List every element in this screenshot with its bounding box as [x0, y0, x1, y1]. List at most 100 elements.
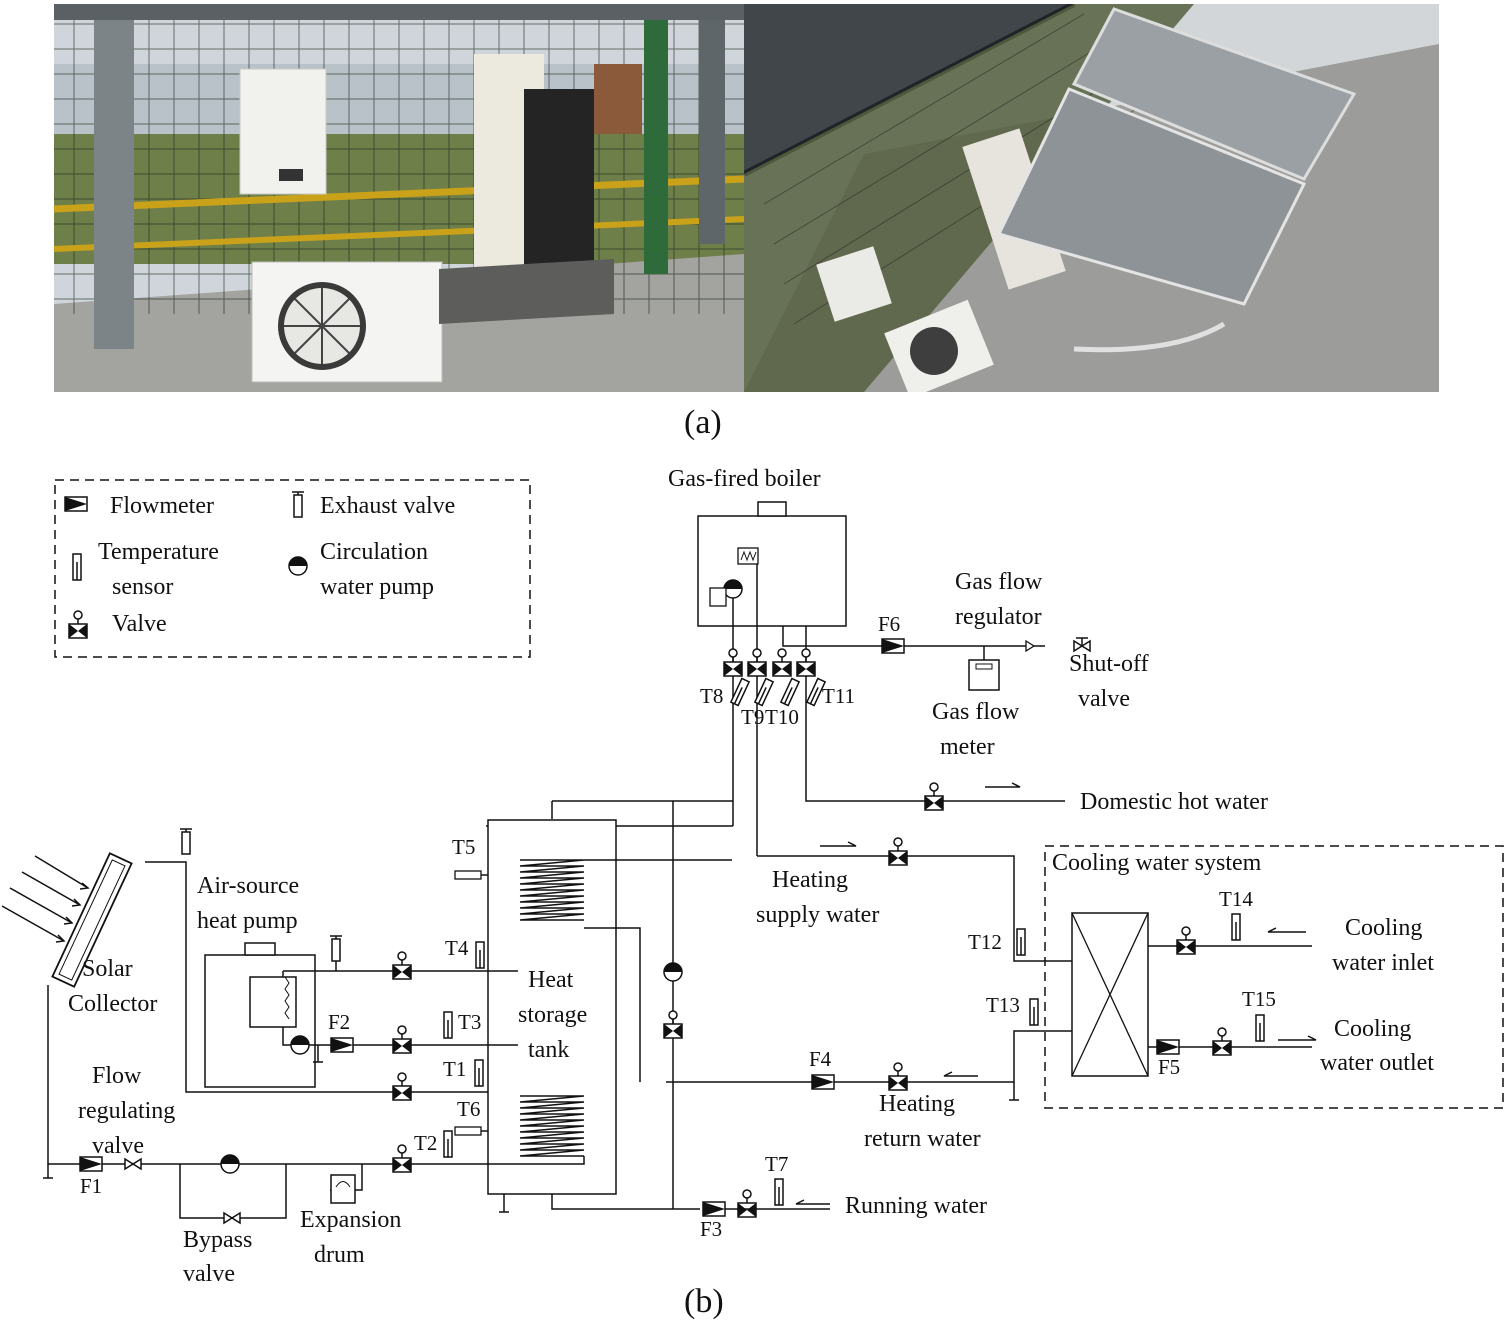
label-T13: T13: [986, 993, 1020, 1017]
legend-exhaust-valve: Exhaust valve: [320, 493, 455, 519]
flowmeter-F2-icon: [330, 1037, 354, 1053]
gas-meter-label-2: meter: [940, 734, 995, 760]
legend-box: [54, 479, 531, 658]
sensor-T7-icon: [774, 1178, 784, 1206]
ashp-return-valve: [392, 1025, 412, 1054]
gas-regulator-label-2: regulator: [955, 604, 1042, 630]
label-T14: T14: [1219, 887, 1253, 911]
tank-circulation-pump-icon: [663, 962, 683, 982]
solar-collector: [51, 852, 133, 988]
legend-flowmeter: Flowmeter: [110, 493, 214, 519]
gas-meter-label-1: Gas flow: [932, 699, 1020, 725]
flowmeter-F5-icon: [1156, 1039, 1180, 1055]
heating-return-valve: [888, 1062, 908, 1091]
label-T8: T8: [700, 684, 723, 708]
label-T10: T10: [765, 705, 799, 729]
flow-reg-label-2: regulating: [78, 1098, 175, 1124]
cooling-outlet-label-2: water outlet: [1320, 1050, 1434, 1076]
sensor-T13-icon: [1029, 998, 1039, 1026]
heating-supply-label-2: supply water: [756, 902, 879, 928]
expansion-drum: [330, 1174, 356, 1204]
tank-label-2: storage: [518, 1002, 587, 1028]
caption-a: (a): [684, 404, 722, 441]
label-T4: T4: [445, 936, 469, 960]
label-F2: F2: [328, 1010, 350, 1034]
shutoff-label-2: valve: [1078, 686, 1130, 712]
flowmeter-F3-icon: [702, 1201, 726, 1217]
cooling-outlet-valve: [1212, 1027, 1232, 1056]
tank-label-3: tank: [528, 1037, 569, 1063]
legend-pump-2: water pump: [320, 574, 434, 600]
sensor-T6-icon: [454, 1126, 482, 1136]
expansion-label-2: drum: [314, 1242, 365, 1268]
ashp-label-1: Air-source: [197, 873, 299, 899]
label-F3: F3: [700, 1217, 722, 1241]
legend-pump-1: Circulation: [320, 539, 428, 565]
heat-storage-tank: [487, 819, 617, 1195]
solar-supply-valve: [392, 1144, 412, 1173]
solar-pump-icon: [220, 1154, 240, 1174]
flowmeter-icon: [64, 496, 88, 512]
ashp-exchanger: [249, 976, 297, 1028]
label-F6: F6: [878, 612, 900, 636]
sensor-T15-icon: [1255, 1014, 1265, 1042]
label-T7: T7: [765, 1152, 788, 1176]
running-water-label: Running water: [845, 1193, 987, 1219]
sun-rays: [1, 855, 90, 943]
heating-supply-valve: [888, 837, 908, 866]
label-T15: T15: [1242, 987, 1276, 1011]
solar-exhaust-valve-icon: [179, 828, 193, 855]
legend-temp-2: sensor: [112, 574, 173, 600]
sensor-T2-icon: [443, 1130, 453, 1158]
cooling-system-label: Cooling water system: [1052, 850, 1262, 876]
dhw-valve: [924, 782, 944, 811]
bypass-label-1: Bypass: [183, 1227, 252, 1253]
bypass-label-2: valve: [183, 1261, 235, 1287]
ashp-pump-icon: [290, 1035, 310, 1055]
flowmeter-F4-icon: [811, 1074, 835, 1090]
label-F4: F4: [809, 1047, 832, 1071]
boiler-valve-1: [723, 648, 743, 677]
label-T6: T6: [457, 1097, 480, 1121]
gas-boiler: [697, 515, 847, 627]
photo-heat-pump-installation: [54, 4, 744, 392]
exhaust-valve-icon: [291, 491, 305, 518]
legend-temp-1: Temperature: [98, 539, 219, 565]
label-T11: T11: [822, 684, 855, 708]
ashp-supply-valve: [392, 951, 412, 980]
tank-label-1: Heat: [528, 967, 574, 993]
sensor-T1-icon: [474, 1059, 484, 1087]
gas-regulator-icon: [1025, 639, 1036, 653]
upper-coil: [519, 859, 585, 921]
running-water-valve: [737, 1189, 757, 1218]
label-F5: F5: [1158, 1055, 1180, 1079]
label-F1: F1: [80, 1174, 102, 1198]
label-T1: T1: [443, 1057, 466, 1081]
ashp-exhaust-valve-icon: [329, 935, 343, 962]
pump-icon: [288, 556, 308, 576]
expansion-label-1: Expansion: [300, 1207, 401, 1233]
dhw-label: Domestic hot water: [1080, 789, 1268, 815]
flow-reg-label-3: valve: [92, 1133, 144, 1159]
sensor-T12-icon: [1016, 928, 1026, 956]
shutoff-label-1: Shut-off: [1069, 651, 1149, 677]
ashp-label-2: heat pump: [197, 908, 298, 934]
label-T5: T5: [452, 835, 475, 859]
cooling-inlet-label-1: Cooling: [1345, 915, 1422, 941]
sensor-T3-icon: [443, 1011, 453, 1039]
flowmeter-F6-icon: [881, 638, 905, 654]
boiler-drum: [709, 587, 727, 607]
sensor-T5-icon: [454, 870, 482, 880]
boiler-valve-2: [747, 648, 767, 677]
heating-return-label-2: return water: [864, 1126, 981, 1152]
photo-solar-collector-installation: [744, 4, 1439, 392]
boiler-flue: [757, 501, 787, 517]
temperature-sensor-icon: [72, 553, 82, 581]
sensor-T14-icon: [1231, 913, 1241, 941]
label-T9: T9: [741, 705, 764, 729]
boiler-valve-3: [772, 648, 792, 677]
heating-supply-label-1: Heating: [772, 867, 848, 893]
solar-label-2: Collector: [68, 991, 157, 1017]
tank-bypass-valve: [663, 1010, 683, 1039]
